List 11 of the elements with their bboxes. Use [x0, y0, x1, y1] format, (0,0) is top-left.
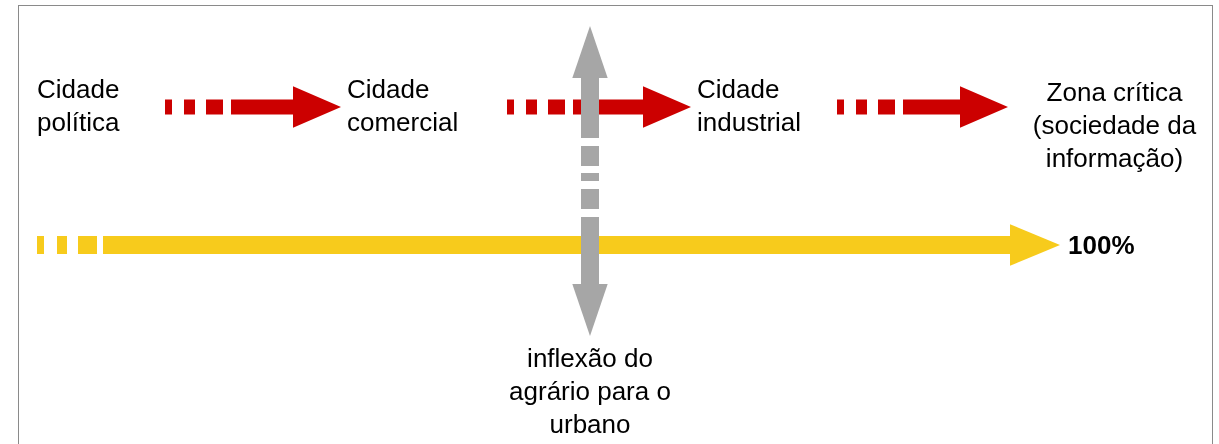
arrow: [507, 86, 691, 128]
arrow: [37, 224, 1060, 266]
stage-label: Zona crítica (sociedade da informação): [1012, 76, 1217, 175]
arrow: [572, 26, 608, 336]
arrow: [165, 86, 341, 128]
stage-label: Cidade industrial: [697, 73, 827, 139]
stage-label: Cidade política: [37, 73, 157, 139]
percentage-label: 100%: [1068, 229, 1158, 262]
inflection-label: inflexão do agrário para o urbano: [500, 342, 680, 441]
arrow: [837, 86, 1008, 128]
stage-label: Cidade comercial: [347, 73, 497, 139]
